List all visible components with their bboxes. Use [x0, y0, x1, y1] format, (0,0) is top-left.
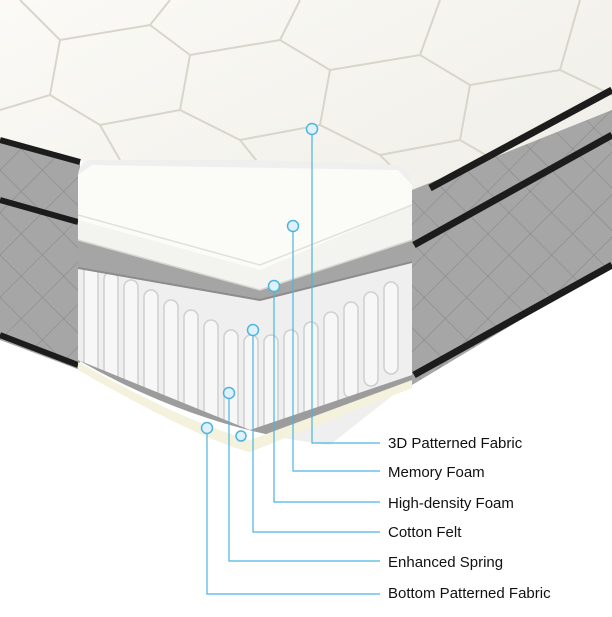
label-memory-foam: Memory Foam	[388, 464, 485, 481]
marker-enhanced-spring	[222, 386, 236, 400]
label-3d-patterned-fabric: 3D Patterned Fabric	[388, 435, 523, 452]
bottom-fabric-edge	[78, 362, 412, 452]
label-high-density-foam: High-density Foam	[388, 495, 514, 512]
marker-memory-foam	[286, 219, 300, 233]
marker-high-density-foam	[267, 279, 281, 293]
callout-lines	[206, 129, 380, 595]
cutaway-layers	[78, 160, 412, 445]
label-cotton-felt: Cotton Felt	[388, 524, 462, 541]
marker-spring-edge	[235, 430, 247, 442]
left-side-panel	[0, 137, 81, 370]
spring-coils	[83, 264, 399, 440]
callout-markers	[200, 122, 319, 442]
marker-3d-patterned-fabric	[305, 122, 319, 136]
label-enhanced-spring: Enhanced Spring	[388, 554, 504, 571]
right-side-panel	[412, 86, 612, 385]
marker-cotton-felt	[246, 323, 260, 337]
label-bottom-patterned-fabric: Bottom Patterned Fabric	[388, 585, 551, 602]
marker-bottom-patterned-fabric	[200, 421, 214, 435]
